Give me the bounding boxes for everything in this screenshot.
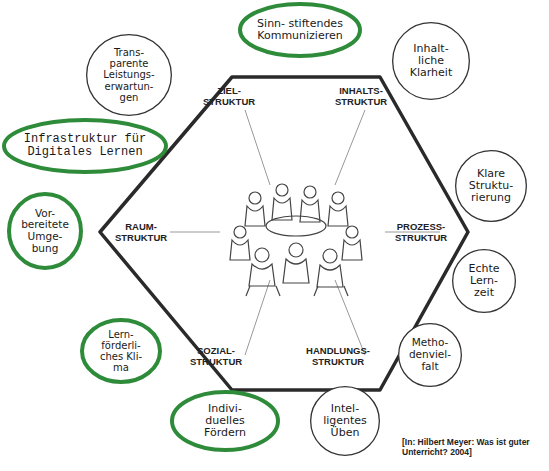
structure-label: PROZESS- STRUKTUR <box>386 222 456 244</box>
bubble-text: Lern- förderli- ches Kli- ma <box>94 329 148 374</box>
idea-bubble: Trans- parente Leistungs- erwartun- gen <box>86 34 172 116</box>
idea-bubble: Intel- ligentes Üben <box>310 386 380 456</box>
idea-bubble: Klare Struktu- rierung <box>455 150 527 222</box>
bubble-text: Indivi- duelles Fördern <box>193 403 257 440</box>
structure-label: RAUM- STRUKTUR <box>112 222 170 244</box>
bubble-text: Vor- bereitete Umge- bung <box>18 208 72 255</box>
idea-bubble: Sinn- stiftendes Kommunizieren <box>238 2 362 58</box>
structure-label: INHALTS- STRUKTUR <box>326 86 396 108</box>
bubble-text: Sinn- stiftendes Kommunizieren <box>250 18 350 43</box>
citation-note: [In: Hilbert Meyer: Was ist guter Unterr… <box>402 438 542 458</box>
bubble-text-group: Klare Struktu- rierung <box>464 168 518 205</box>
structure-label: HANDLUNGS- STRUKTUR <box>298 346 378 368</box>
people-sketch <box>230 184 362 296</box>
bubble-text: Trans- parente Leistungs- erwartun- gen <box>97 47 161 103</box>
idea-bubble: Indivi- duelles Fördern <box>170 390 280 452</box>
bubble-text-group: Vor- bereitete Umge- bung <box>18 208 72 255</box>
bubble-ellipse <box>453 250 516 313</box>
bubble-ellipse <box>172 392 278 450</box>
bubble-text: Klare Struktu- rierung <box>464 168 518 205</box>
idea-bubble: Vor- bereitete Umge- bung <box>7 192 83 270</box>
idea-bubble: Metho- denviel- falt <box>398 323 462 387</box>
bubble-text: Metho- denviel- falt <box>405 337 455 372</box>
bubble-text-group: Trans- parente Leistungs- erwartun- gen <box>97 47 161 103</box>
bubble-ellipse <box>9 194 81 268</box>
bubble-ellipse <box>456 151 527 222</box>
idea-bubble: Echte Lern- zeit <box>452 249 516 313</box>
idea-bubble: Infrastruktur für Digitales Lernen <box>2 118 168 174</box>
bubble-text: Intel- ligentes Üben <box>318 403 372 440</box>
bubble-ellipse <box>240 4 360 56</box>
bubble-ellipse <box>311 387 380 456</box>
idea-bubble: Lern- förderli- ches Kli- ma <box>80 318 162 384</box>
bubble-ellipse <box>87 35 172 116</box>
bubble-text-group: Inhalt- liche Klarheit <box>403 43 459 80</box>
bubble-text-group: Echte Lern- zeit <box>462 263 506 300</box>
idea-bubble: Inhalt- liche Klarheit <box>392 22 470 100</box>
structure-label: SOZIAL- STRUKTUR <box>186 346 246 368</box>
structure-label: ZIEL- STRUKTUR <box>200 86 258 108</box>
bubble-text-group: Sinn- stiftendes Kommunizieren <box>250 18 350 43</box>
bubble-text-group: Metho- denviel- falt <box>405 337 455 372</box>
bubble-ellipse <box>4 120 166 172</box>
bubble-text: Echte Lern- zeit <box>462 263 506 300</box>
bubble-text-group: Indivi- duelles Fördern <box>193 403 257 440</box>
bubble-text: Inhalt- liche Klarheit <box>403 43 459 80</box>
bubble-ellipse <box>82 320 160 382</box>
bubble-ellipse <box>399 324 462 387</box>
bubble-text-group: Intel- ligentes Üben <box>318 403 372 440</box>
bubble-ellipse <box>393 23 470 100</box>
bubble-text-group: Lern- förderli- ches Kli- ma <box>94 329 148 374</box>
bubble-text: Infrastruktur für Digitales Lernen <box>18 133 152 160</box>
bubble-text-group: Infrastruktur für Digitales Lernen <box>18 133 152 160</box>
